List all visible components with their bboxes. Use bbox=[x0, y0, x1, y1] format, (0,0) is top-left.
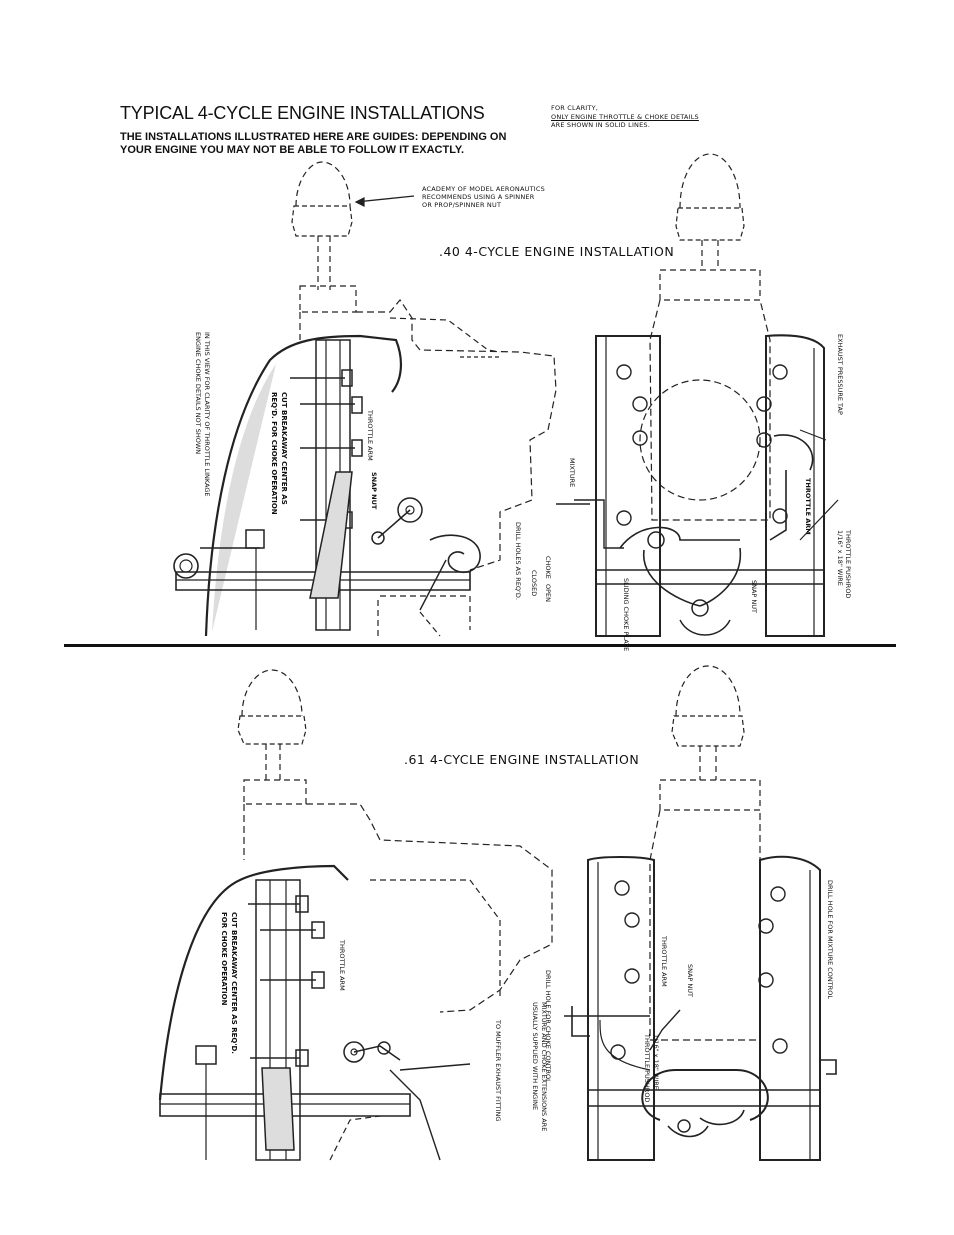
ama-note-line-3: OR PROP/SPINNER NUT bbox=[422, 201, 501, 209]
closed-label: CLOSED bbox=[530, 570, 538, 596]
top-right-top-view bbox=[556, 153, 839, 637]
throttle-arm-label-top-right: THROTTLE ARM bbox=[804, 478, 812, 535]
muffler-exhaust-label: TO MUFFLER EXHAUST FITTING bbox=[494, 1019, 502, 1121]
throttle-pushrod-label-bottom-line-2: THROTTLE PUSHROD bbox=[643, 1033, 651, 1102]
throttle-arm-label-bottom-left: THROTTLE ARM bbox=[338, 939, 346, 991]
throttle-pushrod-label-bottom-line-1: 1/16" x 18" WIRE bbox=[652, 1034, 660, 1090]
page-subtitle: THE INSTALLATIONS ILLUSTRATED HERE ARE G… bbox=[120, 131, 507, 156]
clarity-note-line-1: FOR CLARITY, bbox=[551, 104, 599, 112]
cut-note-bottom-line-2: FOR CHOKE OPERATION bbox=[220, 912, 228, 1006]
bottom-left-side-view bbox=[158, 669, 553, 1161]
sliding-choke-plate-label: SLIDING CHOKE PLATE bbox=[622, 578, 630, 651]
snap-nut-label-bottom-right: SNAP NUT bbox=[686, 964, 694, 997]
drill-holes-label: DRILL HOLES AS REQ'D. bbox=[514, 522, 522, 600]
ama-note-line-2: RECOMMENDS USING A SPINNER bbox=[422, 193, 535, 201]
top-section-caption: .40 4-CYCLE ENGINE INSTALLATION bbox=[439, 244, 675, 259]
bottom-right-top-view bbox=[564, 665, 837, 1161]
choke-note-line-1: ENGINE CHOKE DETAILS NOT SHOWN bbox=[194, 332, 202, 454]
throttle-pushrod-label-top-line-2: 1/16" x 18" WIRE bbox=[836, 530, 844, 586]
section-divider bbox=[64, 644, 896, 647]
clarity-note-line-3: ARE SHOWN IN SOLID LINES. bbox=[551, 121, 651, 129]
top-left-side-view bbox=[173, 161, 557, 637]
mixture-label: MIXTURE bbox=[568, 458, 576, 487]
throttle-arm-label-top-left: THROTTLE ARM bbox=[366, 409, 374, 461]
choke-label: CHOKE bbox=[544, 556, 552, 579]
snap-nut-label-top-right: SNAP NUT bbox=[750, 580, 758, 613]
cut-note-top-line-1: CUT BREAKAWAY CENTER AS bbox=[280, 392, 288, 505]
mixture-choke-note-line-2: USUALLY SUPPLIED WITH ENGINE bbox=[531, 1002, 539, 1110]
clarity-note-line-2: ONLY ENGINE THROTTLE & CHOKE DETAILS bbox=[551, 112, 699, 121]
ama-note-line-1: ACADEMY OF MODEL AERONAUTICS bbox=[422, 185, 545, 193]
throttle-pushrod-label-top-line-1: THROTTLE PUSHROD bbox=[844, 529, 852, 598]
mixture-choke-note-line-1: MIXTURE AND CHOKE EXTENSIONS ARE bbox=[540, 1002, 548, 1131]
bottom-section-caption: .61 4-CYCLE ENGINE INSTALLATION bbox=[404, 752, 640, 767]
drill-mixture-control-label: DRILL HOLE FOR MIXTURE CONTROL bbox=[826, 880, 834, 999]
throttle-arm-label-bottom-right: THROTTLE ARM bbox=[660, 935, 668, 987]
drill-choke-control-label: DRILL HOLE FOR CHOKE CONTROL bbox=[544, 970, 552, 1083]
clarity-note: FOR CLARITY, ONLY ENGINE THROTTLE & CHOK… bbox=[551, 104, 699, 130]
choke-note-line-2: IN THIS VIEW FOR CLARITY OF THROTTLE LIN… bbox=[203, 332, 211, 496]
page-title: TYPICAL 4-CYCLE ENGINE INSTALLATIONS bbox=[120, 103, 485, 123]
exhaust-pressure-tap-label: EXHAUST PRESSURE TAP bbox=[836, 334, 844, 415]
prop-nut-top-left bbox=[291, 205, 353, 237]
cut-note-bottom-line-1: CUT BREAKAWAY CENTER AS REQ'D. bbox=[230, 912, 238, 1054]
spinner-dome-top-left bbox=[295, 161, 351, 207]
open-label: OPEN bbox=[544, 584, 552, 602]
cut-note-top-line-2: REQ'D. FOR CHOKE OPERATION bbox=[270, 392, 278, 515]
snap-nut-label-top-left: SNAP NUT bbox=[370, 472, 378, 510]
